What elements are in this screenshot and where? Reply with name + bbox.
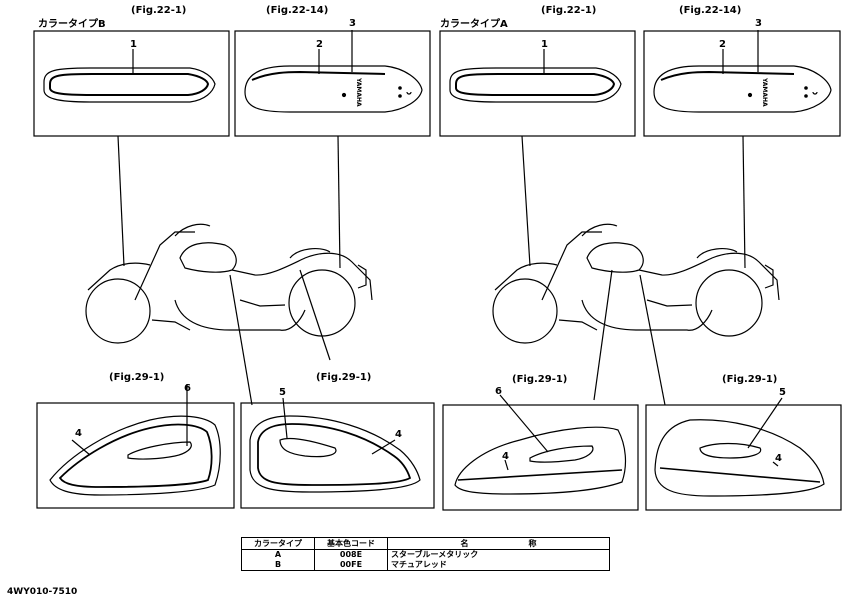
part-number: 4WY010-7510 (7, 587, 78, 597)
callout-number: 2 (316, 39, 323, 50)
fig-ref: (Fig.22-14) (266, 5, 328, 16)
color-name-cell: スターブルーメタリック (387, 549, 610, 560)
tank-outline-left (49, 415, 221, 496)
callout-number: 2 (719, 39, 726, 50)
color-type-a-title: カラータイプA (440, 17, 508, 30)
callout-number: 4 (395, 429, 402, 440)
color-type-cell: B (241, 560, 315, 571)
motorcycle-right (492, 223, 780, 344)
col-header-base-color-code: 基本色コード (314, 537, 388, 550)
color-name-cell: マチュアレッド (387, 560, 610, 571)
box-front-fender (33, 30, 230, 137)
box-tank-right-side-a (645, 404, 842, 511)
callout-number: 4 (75, 428, 82, 439)
rear-fender-outline (244, 65, 423, 113)
fig-ref: (Fig.29-1) (722, 374, 777, 385)
fig-ref: (Fig.22-1) (541, 5, 596, 16)
motorcycle-left (85, 223, 373, 344)
callout-number: 1 (130, 39, 137, 50)
color-code-cell: 00FE (314, 560, 388, 571)
fig-ref: (Fig.22-14) (679, 5, 741, 16)
fig-ref: (Fig.29-1) (316, 372, 371, 383)
callout-number: 4 (502, 451, 509, 462)
callout-number: 3 (349, 18, 356, 29)
fender-brand-text: YAMAHA (355, 77, 362, 107)
front-fender-outline (43, 67, 216, 103)
col-header-color-type: カラータイプ (241, 537, 315, 550)
front-fender-stripe (49, 73, 210, 96)
box-tank-left-side (36, 402, 235, 509)
callout-number: 4 (775, 453, 782, 464)
tank-outline-right (249, 415, 421, 493)
col-header-name-2: 称 (498, 537, 611, 550)
callout-number: 6 (495, 386, 502, 397)
box-front-fender-a (439, 30, 636, 137)
box-tank-right-side (240, 402, 435, 509)
table-row: A 008E スターブルーメタリック (241, 549, 610, 560)
color-type-b-title: カラータイプB (38, 17, 106, 30)
callout-number: 5 (779, 387, 786, 398)
color-code-cell: 008E (314, 549, 388, 560)
box-rear-fender (234, 30, 431, 137)
callout-number: 6 (184, 383, 191, 394)
col-header-name-1: 名 (387, 537, 499, 550)
color-type-cell: A (241, 549, 315, 560)
box-rear-fender-a (643, 30, 841, 137)
color-code-table: カラータイプ 基本色コード 名 称 A 008E スターブルーメタリック B 0… (241, 537, 611, 571)
fender-brand-text: YAMAHA (761, 77, 768, 107)
fig-ref: (Fig.22-1) (131, 5, 186, 16)
callout-number: 1 (541, 39, 548, 50)
callout-number: 5 (279, 387, 286, 398)
callout-number: 3 (755, 18, 762, 29)
fig-ref: (Fig.29-1) (109, 372, 164, 383)
box-tank-left-side-a (442, 404, 639, 511)
table-row: B 00FE マチュアレッド (241, 560, 610, 571)
fig-ref: (Fig.29-1) (512, 374, 567, 385)
